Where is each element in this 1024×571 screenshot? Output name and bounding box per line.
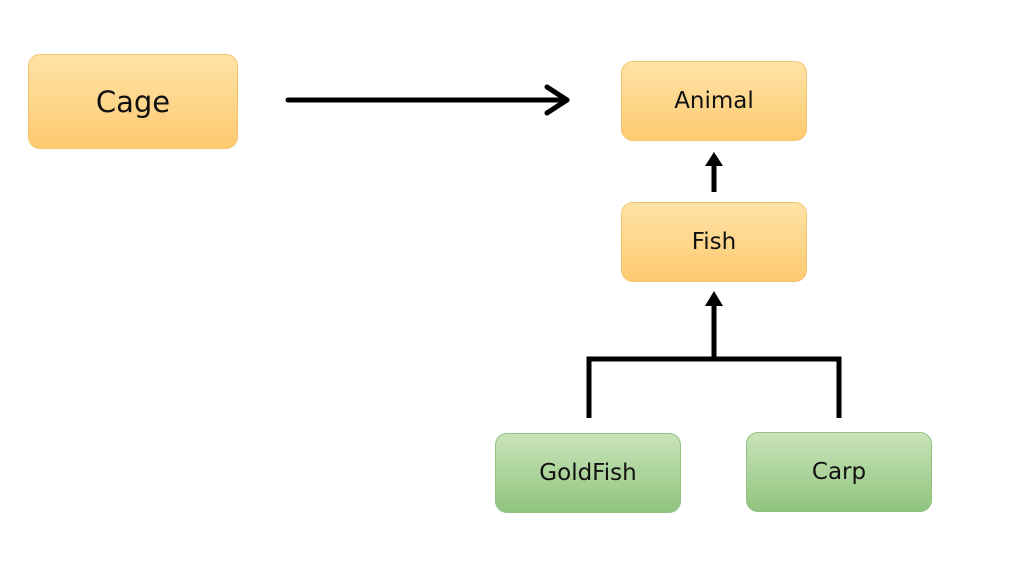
node-label-cage: Cage	[95, 84, 171, 119]
node-label-fish: Fish	[691, 229, 737, 255]
edge-subclasses-to-fish	[586, 291, 842, 418]
node-label-carp: Carp	[811, 459, 867, 485]
node-carp: Carp	[746, 432, 932, 512]
node-fish: Fish	[621, 202, 807, 282]
edge-fish-to-animal	[705, 152, 723, 192]
node-animal: Animal	[621, 61, 807, 141]
node-label-animal: Animal	[674, 88, 754, 114]
arrowhead-icon	[705, 291, 723, 306]
edge-branch-line	[586, 356, 842, 418]
arrowhead-icon	[544, 84, 570, 116]
arrowhead-icon	[705, 152, 723, 166]
node-label-goldfish: GoldFish	[539, 460, 637, 486]
node-cage: Cage	[28, 54, 238, 149]
edge-cage-to-animal	[285, 84, 570, 116]
node-goldfish: GoldFish	[495, 433, 681, 513]
